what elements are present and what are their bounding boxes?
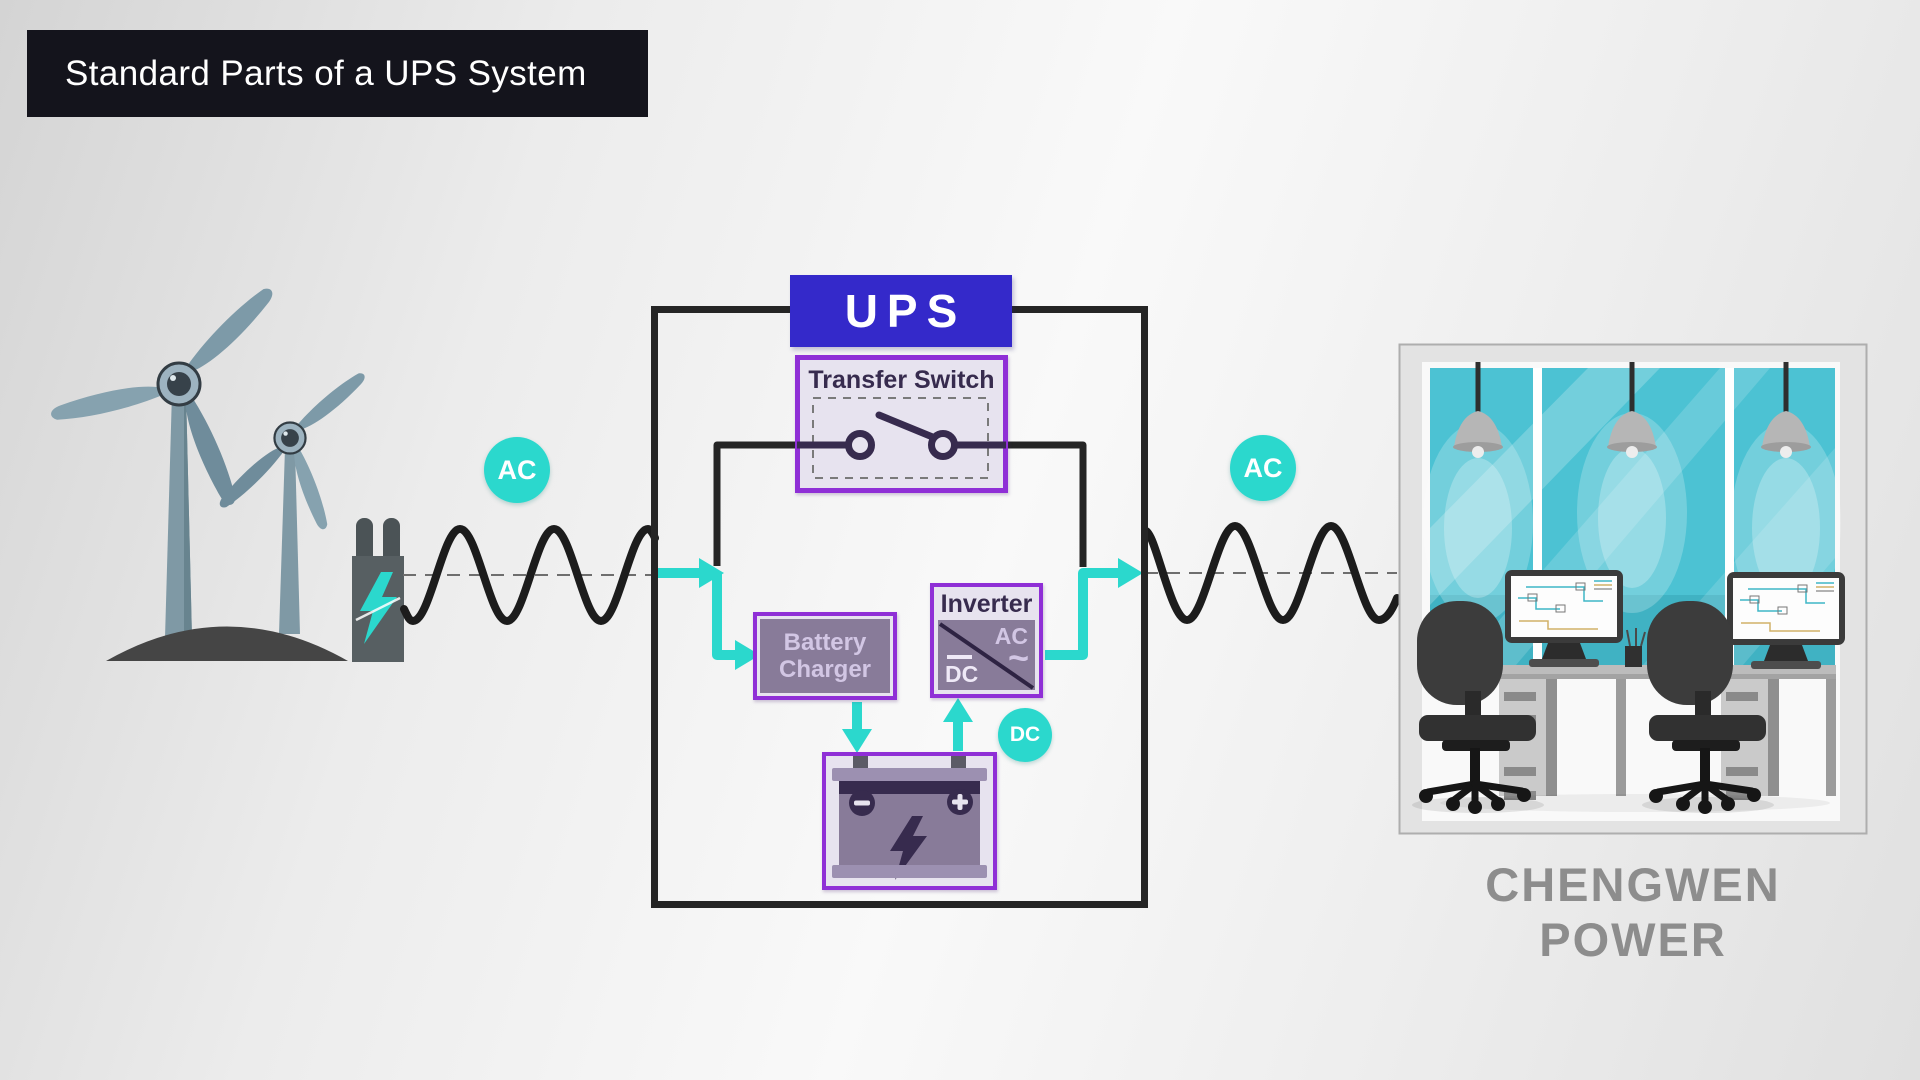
- monitor-icon: [1727, 572, 1845, 669]
- ground-mound: [106, 626, 348, 661]
- battery-charger-label: Battery Charger: [778, 629, 872, 683]
- pendant-lamp-icon: [1761, 362, 1811, 458]
- monitor-icon: [1505, 570, 1623, 667]
- badge-dc: DC: [998, 708, 1052, 762]
- brand-line2: POWER: [1539, 913, 1727, 966]
- badge-ac-output: AC: [1230, 435, 1296, 501]
- battery-bolt-icon: [890, 816, 927, 880]
- wind-turbine-small-icon: [219, 373, 365, 634]
- badge-ac-input-text: AC: [497, 454, 537, 485]
- flow-line-to-charger: [712, 573, 737, 660]
- ac-input-wave: [400, 524, 659, 626]
- switch-dashed-boundary: [812, 397, 989, 479]
- lightning-bolt-icon: [355, 572, 401, 644]
- inverter-ac-label: AC: [994, 623, 1028, 649]
- window-mullion: [1533, 368, 1542, 665]
- office-chair-icon: [1417, 601, 1536, 814]
- inverter-dc-overline: [947, 655, 972, 659]
- circuit-wire-left: [713, 441, 799, 566]
- office-illustration: [1398, 343, 1868, 835]
- flow-arrow-to-charger: [735, 640, 760, 670]
- battery-box: [822, 752, 997, 890]
- power-plug-icon: [352, 518, 404, 662]
- title-banner: Standard Parts of a UPS System: [27, 30, 648, 117]
- window-mullion: [1725, 368, 1734, 665]
- page-title: Standard Parts of a UPS System: [65, 54, 587, 93]
- badge-dc-text: DC: [1009, 723, 1041, 746]
- battery-charger-box: Battery Charger: [753, 612, 897, 700]
- sine-symbol: ~: [1007, 637, 1029, 678]
- flow-arrow-output: [1118, 558, 1143, 588]
- transfer-switch-icon: [797, 397, 1006, 479]
- battery-terminal: [853, 756, 868, 771]
- pendant-lamp-icon: [1607, 362, 1657, 458]
- inverter-box: Inverter AC ~ DC: [930, 583, 1043, 698]
- office-chair-icon: [1647, 601, 1766, 814]
- pen-cup-icon: [1625, 628, 1646, 667]
- ups-title-badge: UPS: [790, 275, 1012, 347]
- battery-icon: [832, 756, 987, 880]
- brand-wordmark: CHENGWEN POWER: [1395, 857, 1871, 967]
- battery-plus-terminal-icon: [947, 789, 973, 815]
- switch-lever: [875, 411, 939, 442]
- badge-ac-output-text: AC: [1243, 452, 1283, 483]
- circuit-wire-right: [1004, 441, 1087, 567]
- wind-turbine-large-icon: [51, 288, 273, 638]
- flow-arrow-charger-to-battery: [842, 729, 872, 753]
- flow-arrow-battery-to-inverter: [943, 698, 973, 722]
- transfer-switch-label: Transfer Switch: [808, 366, 995, 394]
- ups-label-text: UPS: [844, 285, 967, 337]
- flow-line-output: [1045, 568, 1120, 660]
- brand-line1: CHENGWEN: [1485, 858, 1781, 911]
- ac-output-wave: [1142, 521, 1401, 625]
- inverter-diagonal: [938, 622, 1035, 690]
- badge-ac-input: AC: [484, 437, 550, 503]
- battery-terminal: [951, 756, 966, 771]
- pendant-lamp-icon: [1453, 362, 1503, 458]
- transfer-switch-box: Transfer Switch: [795, 355, 1008, 493]
- flow-arrow-input: [699, 558, 724, 588]
- battery-minus-terminal-icon: [849, 790, 875, 816]
- inverter-symbol: AC ~ DC: [938, 620, 1035, 690]
- inverter-dc-label: DC: [945, 661, 979, 687]
- inverter-label: Inverter: [940, 590, 1033, 618]
